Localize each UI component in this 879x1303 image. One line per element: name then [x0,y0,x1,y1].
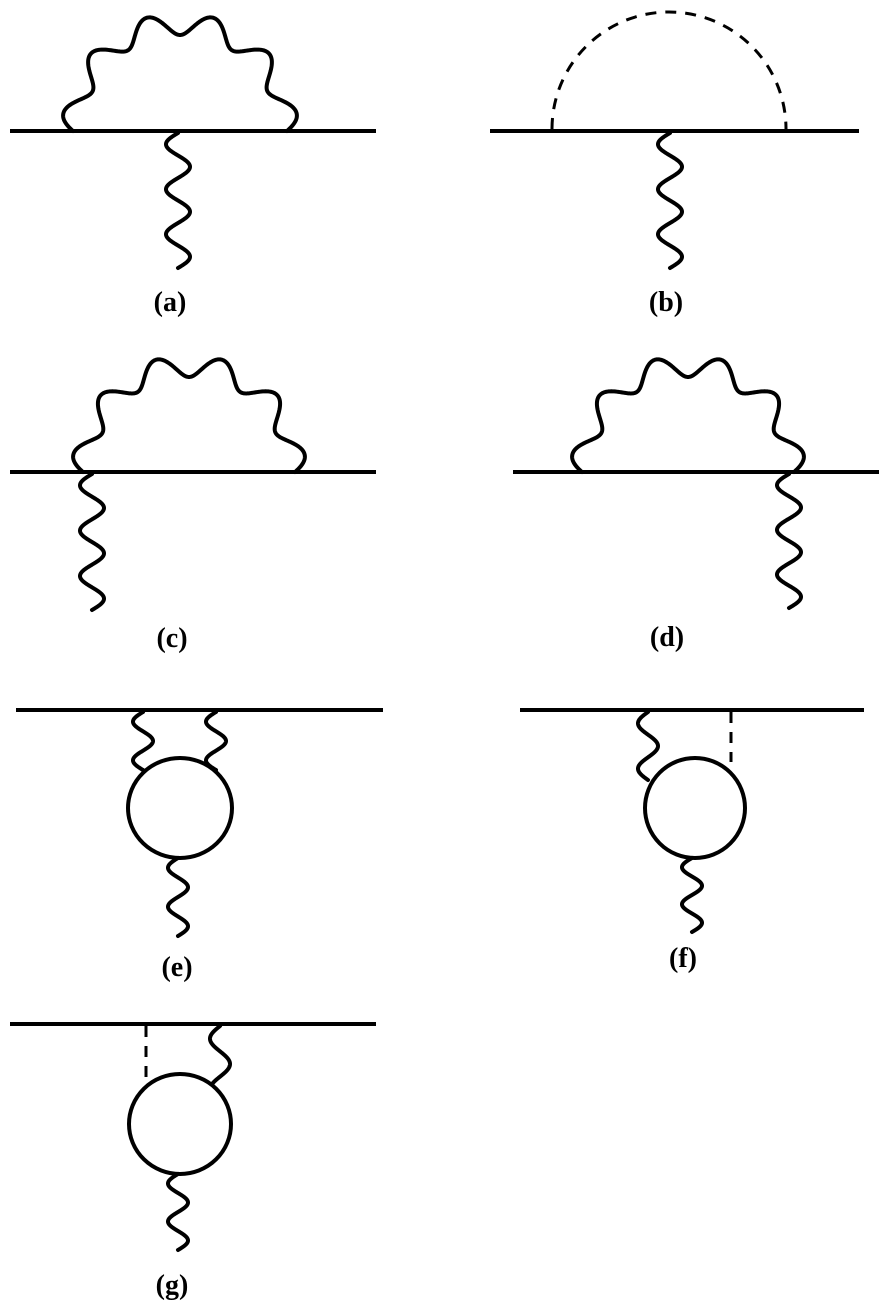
diagram-a: (a) [10,15,376,318]
diagram-d-label: (d) [650,622,684,653]
diagram-c-photon-arc [71,357,307,474]
diagram-c-external-photon [78,472,106,612]
diagram-g-external-photon [166,1172,190,1252]
diagram-b: (b) [490,10,859,318]
diagram-c: (c) [10,357,376,654]
diagram-f-photon [636,710,660,782]
diagram-f: (f) [520,708,864,974]
diagram-d-photon-arc [570,357,806,474]
diagram-a-external-photon [164,131,192,270]
diagram-d: (d) [513,357,879,653]
diagram-a-label: (a) [154,287,187,318]
diagram-g: (g) [10,1022,376,1301]
diagram-b-external-photon [656,131,684,270]
diagram-g-label: (g) [156,1270,189,1301]
diagram-c-label: (c) [156,623,187,654]
diagram-g-loop [127,1072,233,1176]
diagram-e-left-photon [131,710,155,772]
diagram-e-external-photon [166,856,190,938]
diagram-b-label: (b) [649,287,683,318]
diagram-d-external-photon [775,472,803,610]
diagram-e-right-photon [204,710,228,772]
diagram-e-label: (e) [161,952,192,983]
diagram-f-label: (f) [669,943,697,974]
diagram-f-external-photon [680,856,704,934]
diagram-a-photon-arc [61,15,299,133]
diagram-f-loop [643,756,747,860]
diagram-e: (e) [16,708,383,983]
diagram-b-scalar-arc [550,10,788,130]
diagram-e-loop [126,756,234,860]
